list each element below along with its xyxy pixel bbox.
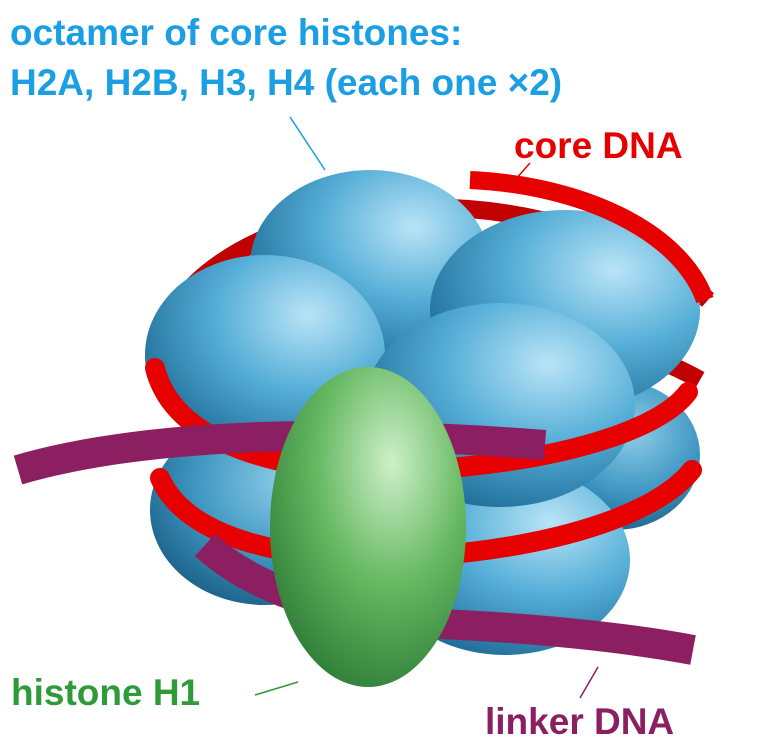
histone-h1-label: histone H1 (11, 672, 201, 713)
octamer-label: octamer of core histones: H2A, H2B, H3, … (10, 8, 562, 108)
linker-dna-leader-line (579, 666, 599, 699)
histone-h1 (270, 367, 466, 687)
octamer-leader-line (289, 116, 326, 171)
h1-leader-line (254, 681, 299, 696)
octamer-label-line1: octamer of core histones: (10, 12, 463, 53)
linker-dna-label: linker DNA (485, 701, 675, 742)
octamer-label-line2: H2A, H2B, H3, H4 (each one ×2) (10, 62, 563, 103)
core-dna-label: core DNA (514, 125, 683, 166)
core-dna-leader-line (514, 162, 531, 181)
